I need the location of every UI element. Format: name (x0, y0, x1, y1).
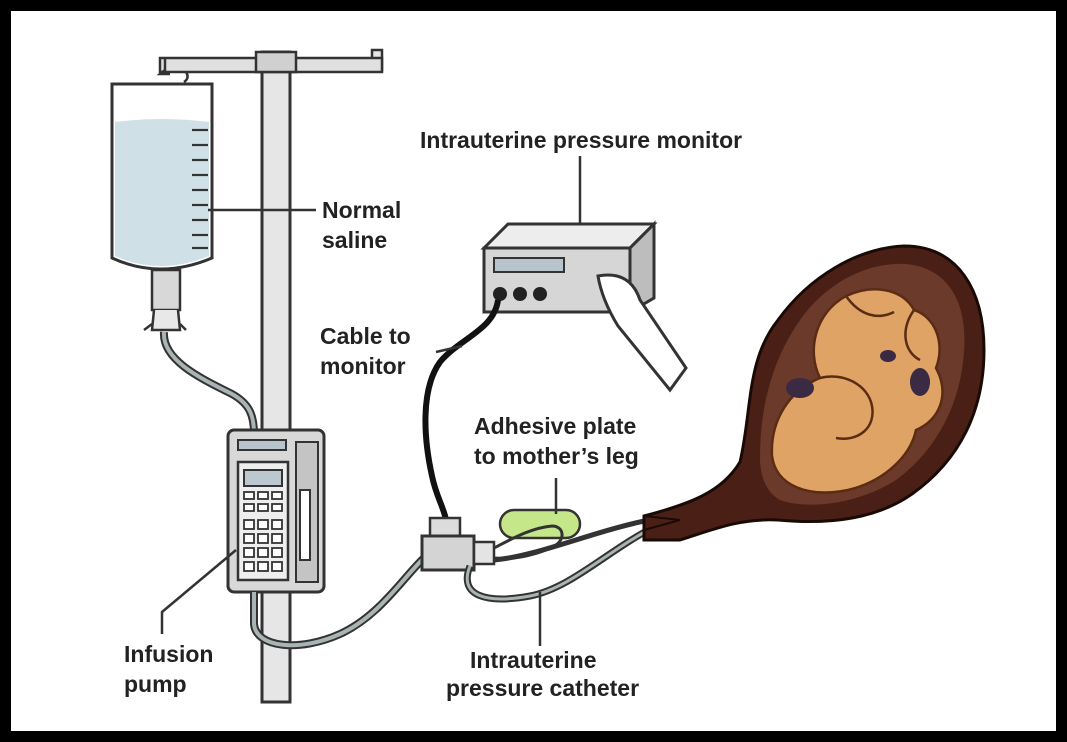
cable-label-line1: Cable to (320, 323, 411, 349)
adhesive-plate (493, 508, 582, 560)
catheter-label-line1: Intrauterine (470, 647, 597, 673)
pump-label-line1: Infusion (124, 641, 214, 667)
leader-lines (160, 156, 582, 646)
plate-label-line1: Adhesive plate (474, 413, 637, 439)
diagram-inner-border (9, 9, 1058, 733)
cable-leader (435, 344, 463, 354)
catheter-label-line2: pressure catheter (446, 675, 640, 701)
monitor-label: Intrauterine pressure monitor (420, 127, 743, 153)
saline-fluid (115, 119, 209, 266)
saline-label-line2: saline (322, 227, 388, 253)
saline-label-line1: Normal (322, 197, 402, 223)
transducer (420, 516, 496, 572)
iv-pole (156, 48, 384, 704)
saline-bag (110, 82, 214, 332)
pressure-monitor (480, 220, 688, 393)
monitor-cable (422, 299, 501, 521)
pump-leader (160, 549, 237, 634)
pump-label-line2: pump (124, 671, 187, 697)
plate-label-line2: to mother’s leg (474, 443, 639, 469)
infusion-pump (226, 428, 326, 594)
cable-label-line2: monitor (320, 353, 406, 379)
uterus-with-fetus (642, 244, 986, 542)
